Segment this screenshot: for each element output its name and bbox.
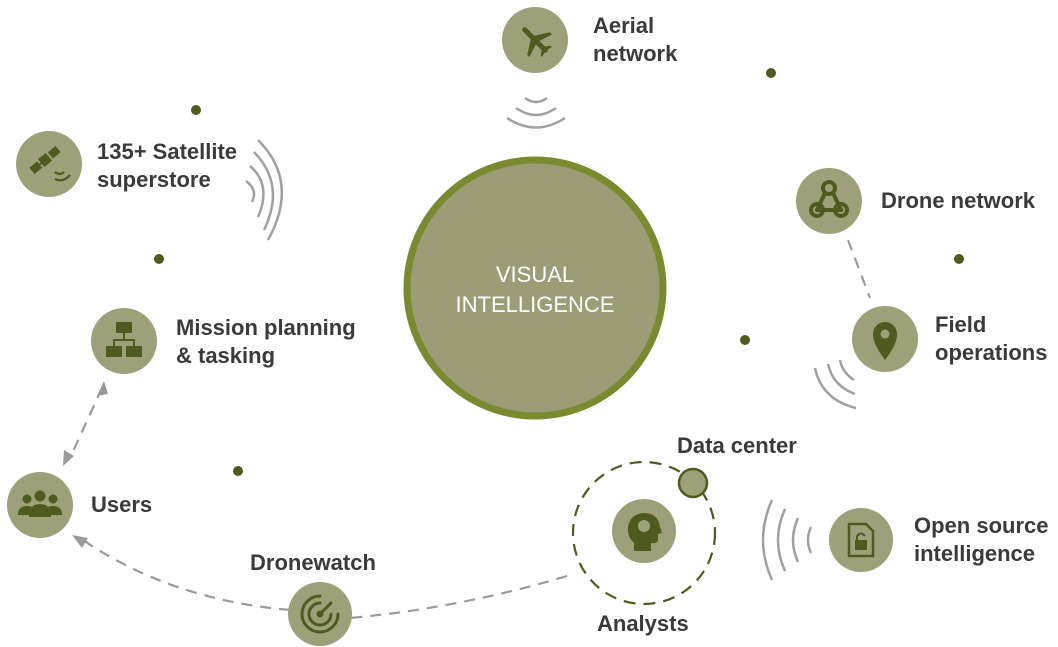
- node-aerial: [502, 7, 568, 73]
- analysts-label: Analysts: [597, 611, 689, 636]
- arrowhead-up: [97, 381, 108, 396]
- connectors: [68, 239, 872, 620]
- dronewatch-label: Dronewatch: [250, 550, 376, 575]
- arrowheads: [63, 381, 108, 548]
- head-brain-icon: [627, 513, 662, 551]
- node-satellite: [16, 131, 82, 197]
- sitemap-icon: [106, 322, 142, 357]
- connector-drone-to-field: [846, 239, 872, 299]
- node-drone-network: [796, 168, 862, 234]
- aerial-label-line1: Aerial: [593, 13, 655, 38]
- dot: [154, 254, 164, 264]
- center-label-line2: INTELLIGENCE: [455, 292, 615, 317]
- data-center-orbit: [571, 460, 717, 606]
- field-label-line2: operations: [935, 340, 1048, 365]
- satellite-label-line1: 135+ Satellite: [97, 139, 238, 164]
- arrowhead-left: [72, 535, 88, 548]
- open-source-label-line1: Open source: [914, 513, 1049, 538]
- dot: [740, 335, 750, 345]
- dot: [954, 254, 964, 264]
- mission-planning-label: Mission planning & tasking: [176, 314, 356, 370]
- center-label: VISUAL INTELLIGENCE: [435, 260, 635, 320]
- aerial-label-line2: network: [593, 41, 678, 66]
- connector-mission-users: [68, 387, 104, 459]
- connector-dronewatch-users: [79, 537, 291, 612]
- wave-aerial: [506, 96, 566, 129]
- data-center-node: [677, 467, 709, 499]
- field-operations-label: Field operations: [935, 311, 1047, 367]
- signal-waves: [245, 96, 857, 581]
- center-label-line1: VISUAL: [495, 262, 575, 287]
- satellite-label-line2: superstore: [97, 167, 211, 192]
- mission-label-line1: Mission planning: [176, 315, 356, 340]
- mission-label-line2: & tasking: [176, 343, 276, 368]
- node-mission: [91, 308, 157, 374]
- users-group-icon: [18, 490, 62, 517]
- connector-analysts-dronewatch: [349, 574, 568, 620]
- satellite-icon: [29, 146, 61, 174]
- location-pin-icon: [873, 322, 897, 360]
- central-hub: [403, 156, 667, 420]
- node-dronewatch: [288, 582, 352, 646]
- node-field-operations: [852, 306, 918, 372]
- field-label-line1: Field: [935, 312, 987, 337]
- radar-icon: [300, 594, 340, 634]
- node-analysts: [612, 499, 676, 563]
- open-source-label-line2: intelligence: [914, 541, 1036, 566]
- dot: [766, 68, 776, 78]
- decorative-dots: [154, 68, 964, 476]
- wave-open-source: [761, 499, 813, 581]
- satellite-label: 135+ Satellite superstore: [97, 138, 237, 194]
- dot: [191, 105, 201, 115]
- arrowhead-down: [63, 450, 74, 466]
- aerial-network-label: Aerial network: [593, 12, 677, 68]
- drone-network-label: Drone network: [881, 188, 1036, 213]
- data-center-label: Data center: [677, 433, 797, 458]
- wave-field: [813, 359, 857, 410]
- open-source-label: Open source intelligence: [914, 512, 1048, 568]
- users-label: Users: [91, 492, 153, 517]
- node-open-source: [829, 508, 893, 572]
- dot: [233, 466, 243, 476]
- locked-document-icon: [847, 522, 875, 558]
- airplane-icon: [522, 27, 552, 57]
- node-users: [7, 472, 73, 538]
- webhook-icon: [809, 180, 849, 218]
- wave-satellite: [245, 139, 284, 241]
